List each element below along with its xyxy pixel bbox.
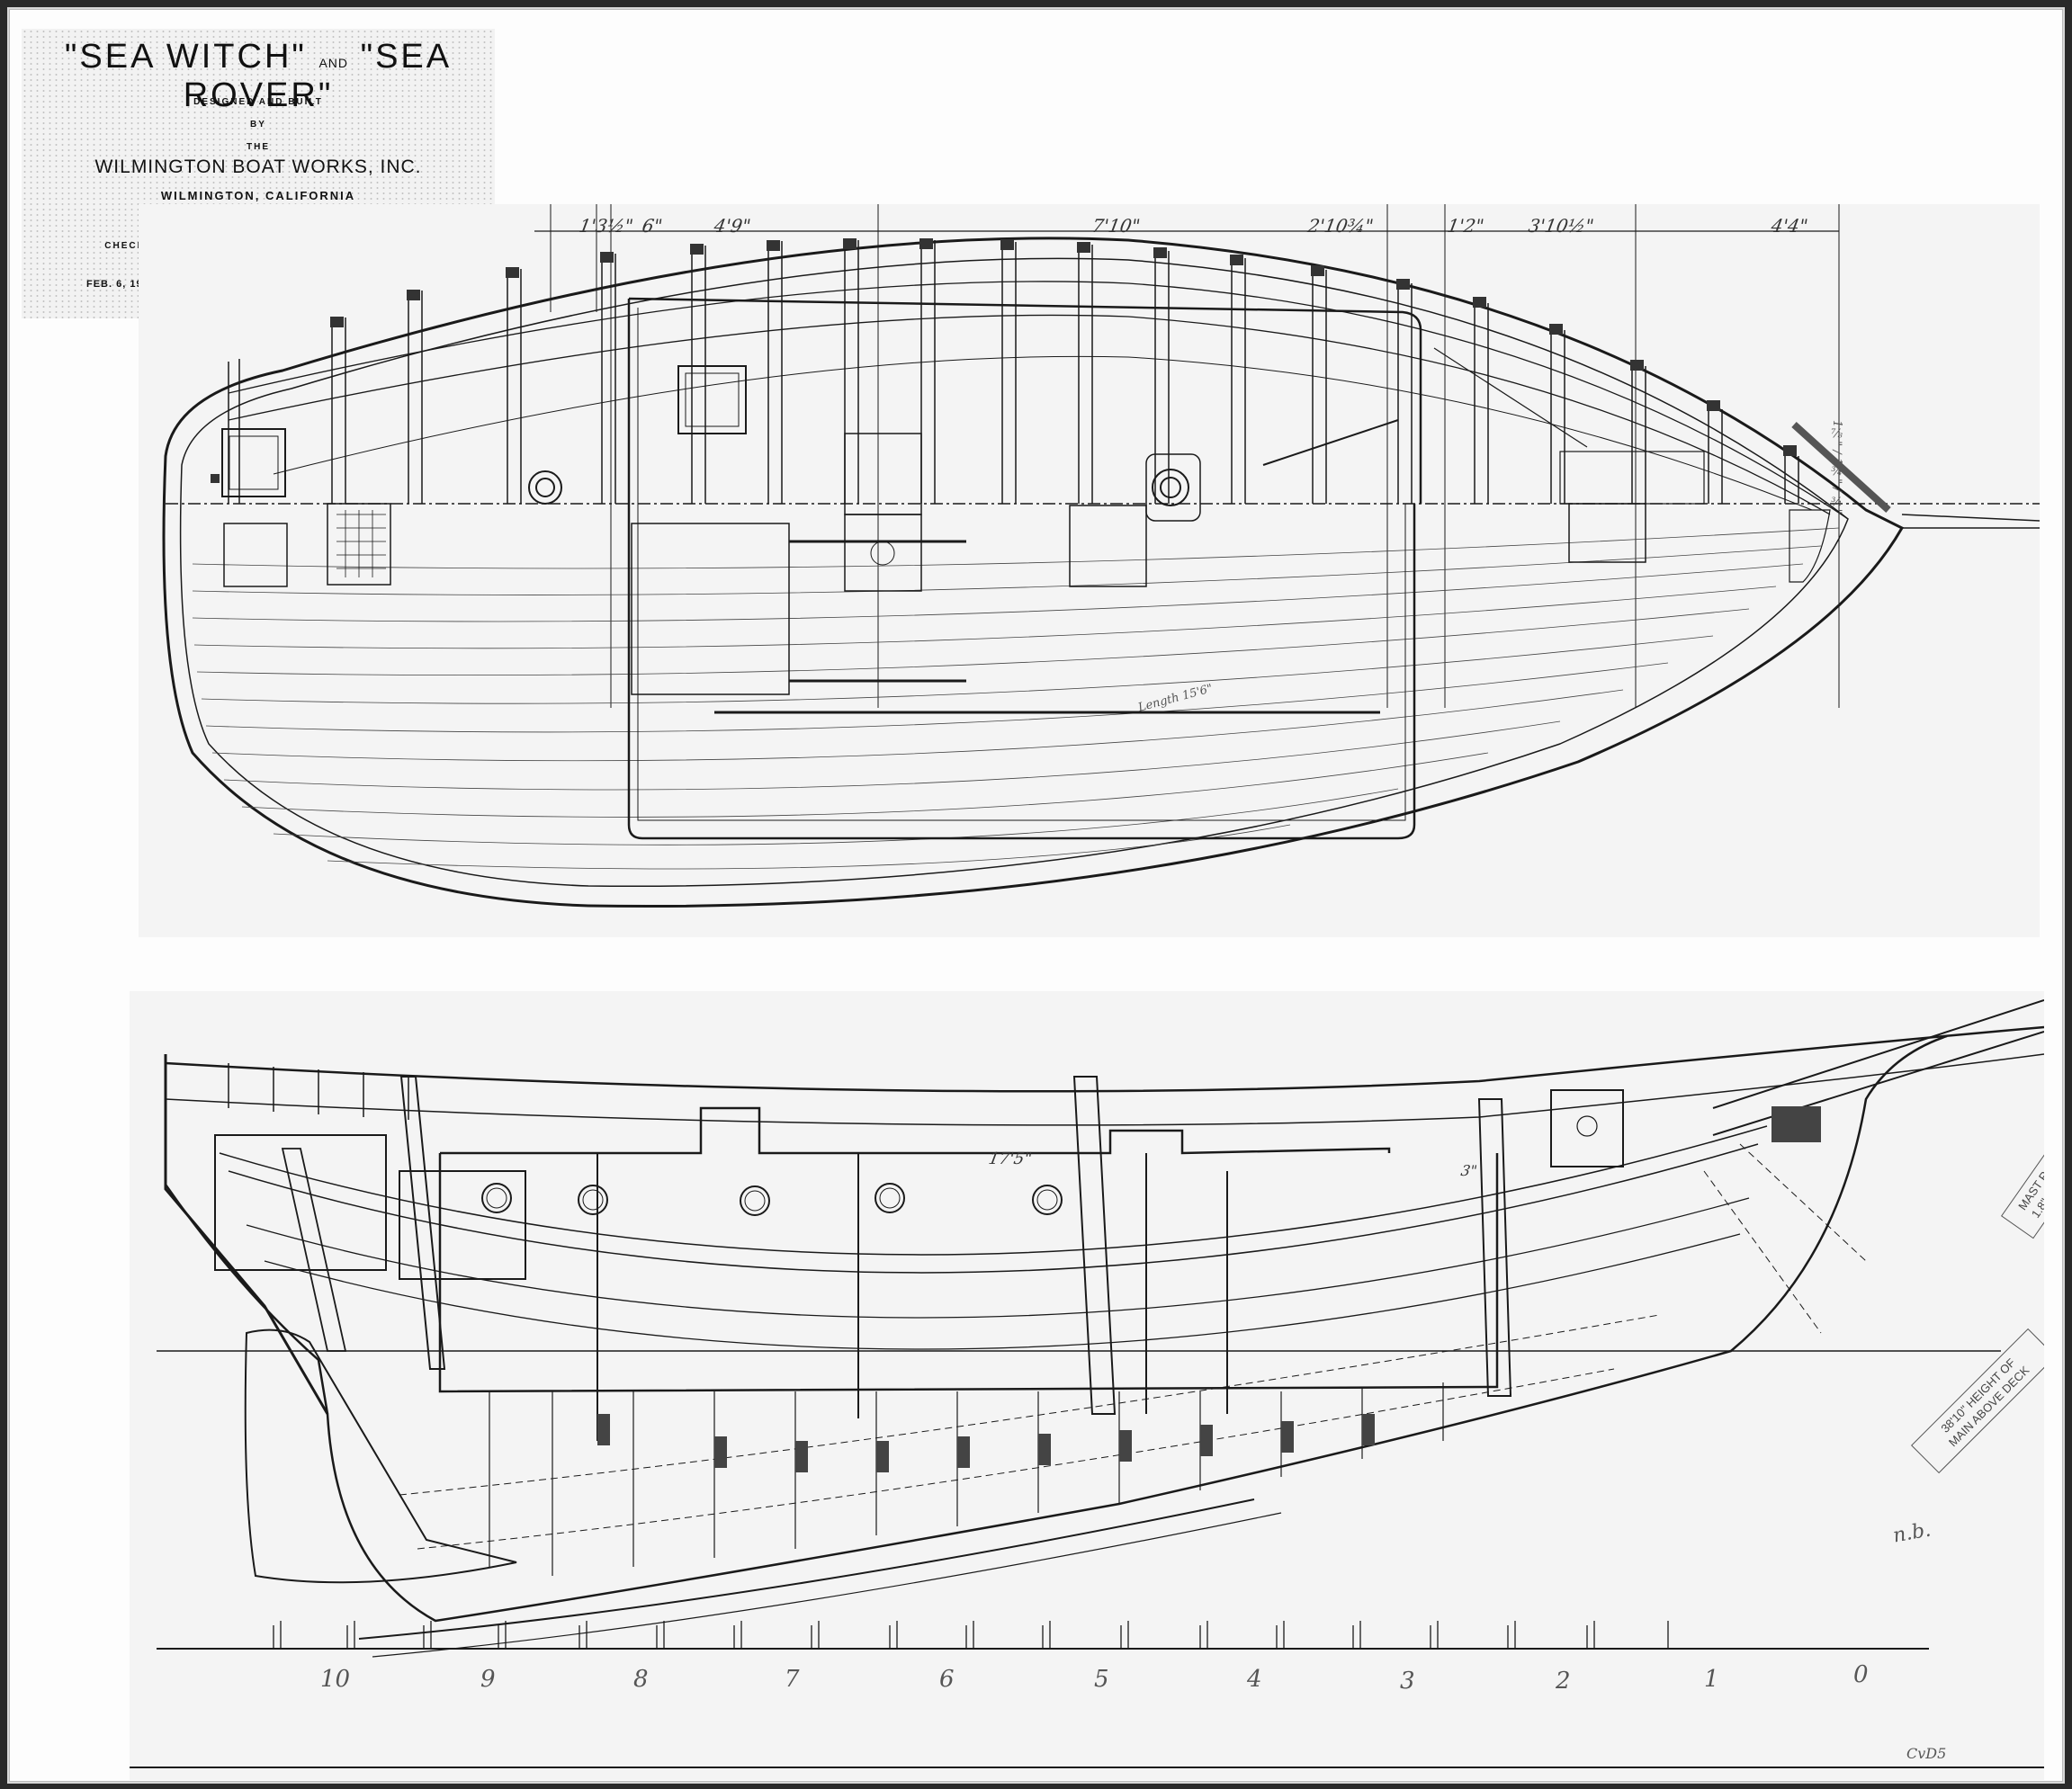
dim-2ft-10: 2'10¾": [1305, 215, 1376, 237]
title-sea-witch: "SEA WITCH": [64, 38, 307, 76]
plan-view: 1'3½" 6" 4'9" 7'10" 2'10¾" 1'2" 3'10½" 4…: [139, 204, 2040, 937]
corner-mark: CvD5: [1906, 1745, 1947, 1762]
station-10: 10: [320, 1666, 351, 1693]
cabin-length-dimension: 17'5": [987, 1149, 1034, 1168]
dim-1ft-3half: 1'3½": [577, 215, 635, 237]
drawing-sheet: "SEA WITCH" AND "SEA ROVER" DESIGNED AND…: [7, 7, 2065, 1784]
the-text: THE: [247, 142, 270, 152]
profile-view-drawing: [130, 999, 2044, 1768]
dim-6in: 6": [640, 215, 665, 237]
company-location: WILMINGTON, CALIFORNIA: [160, 189, 356, 202]
station-0: 0: [1853, 1661, 1869, 1688]
dim-4ft-9: 4'9": [712, 215, 753, 237]
designed-built-text: DESIGNED AND BUILT: [193, 97, 323, 107]
dim-4ft-4: 4'4": [1769, 215, 1810, 237]
title-block: "SEA WITCH" AND "SEA ROVER" DESIGNED AND…: [22, 29, 495, 326]
title: "SEA WITCH" AND "SEA ROVER": [22, 38, 495, 115]
station-6: 6: [939, 1666, 955, 1693]
dim-3ft-10half: 3'10½": [1526, 215, 1596, 237]
station-4: 4: [1247, 1666, 1262, 1693]
title-sea-rover: "SEA ROVER": [183, 38, 453, 114]
by-text: BY: [250, 120, 266, 130]
station-7: 7: [785, 1666, 800, 1693]
station-5: 5: [1094, 1666, 1109, 1693]
title-and: AND: [318, 56, 349, 70]
station-8: 8: [633, 1666, 649, 1693]
station-9: 9: [480, 1666, 496, 1693]
drawing-date: FEB. 6, 1945: [86, 279, 156, 290]
company-name: WILMINGTON BOAT WORKS, INC.: [94, 157, 422, 177]
profile-view: 17'5" 3" MAST RAKE 1.8" PER FT 38'10" HE…: [130, 991, 2044, 1780]
station-1: 1: [1704, 1666, 1719, 1693]
station-2: 2: [1556, 1668, 1571, 1695]
dim-7ft-10: 7'10": [1090, 215, 1142, 237]
cabin-height-note: 3": [1459, 1162, 1479, 1179]
station-3: 3: [1400, 1668, 1415, 1695]
plan-view-drawing: [162, 204, 2040, 908]
plan-beam-note: 1⅞" / 1¾" / ¾": [1830, 420, 1843, 514]
dim-1ft-2: 1'2": [1445, 215, 1486, 237]
